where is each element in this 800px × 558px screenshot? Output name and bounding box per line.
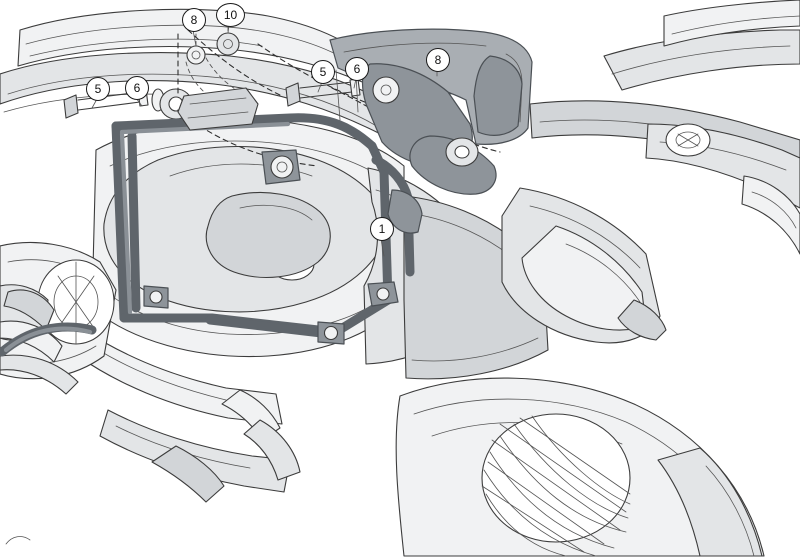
callout-8-right: 8 <box>426 48 450 72</box>
engine-assembly <box>91 118 549 380</box>
upper-mount-plate <box>177 87 259 131</box>
crash-bar-tube <box>0 322 97 357</box>
callout-6-mid: 6 <box>345 57 369 81</box>
front-left-components <box>0 241 117 395</box>
callout-6-left: 6 <box>125 76 149 100</box>
callout-1-frame: 1 <box>370 217 394 241</box>
callout-5-left: 5 <box>86 77 110 101</box>
wheel-spokes <box>481 413 631 557</box>
lower-frame <box>77 329 301 503</box>
side-case-frame <box>111 113 423 345</box>
rear-subframe-right <box>529 0 800 255</box>
exhaust-muffler <box>501 187 667 344</box>
callout-10: 10 <box>216 3 245 27</box>
frame-mount-tabs <box>143 149 423 345</box>
rear-wheel-area <box>395 377 765 557</box>
pannier-mount-bracket <box>329 28 533 195</box>
callout-5-mid: 5 <box>311 60 335 84</box>
callout-8-top: 8 <box>182 8 206 32</box>
